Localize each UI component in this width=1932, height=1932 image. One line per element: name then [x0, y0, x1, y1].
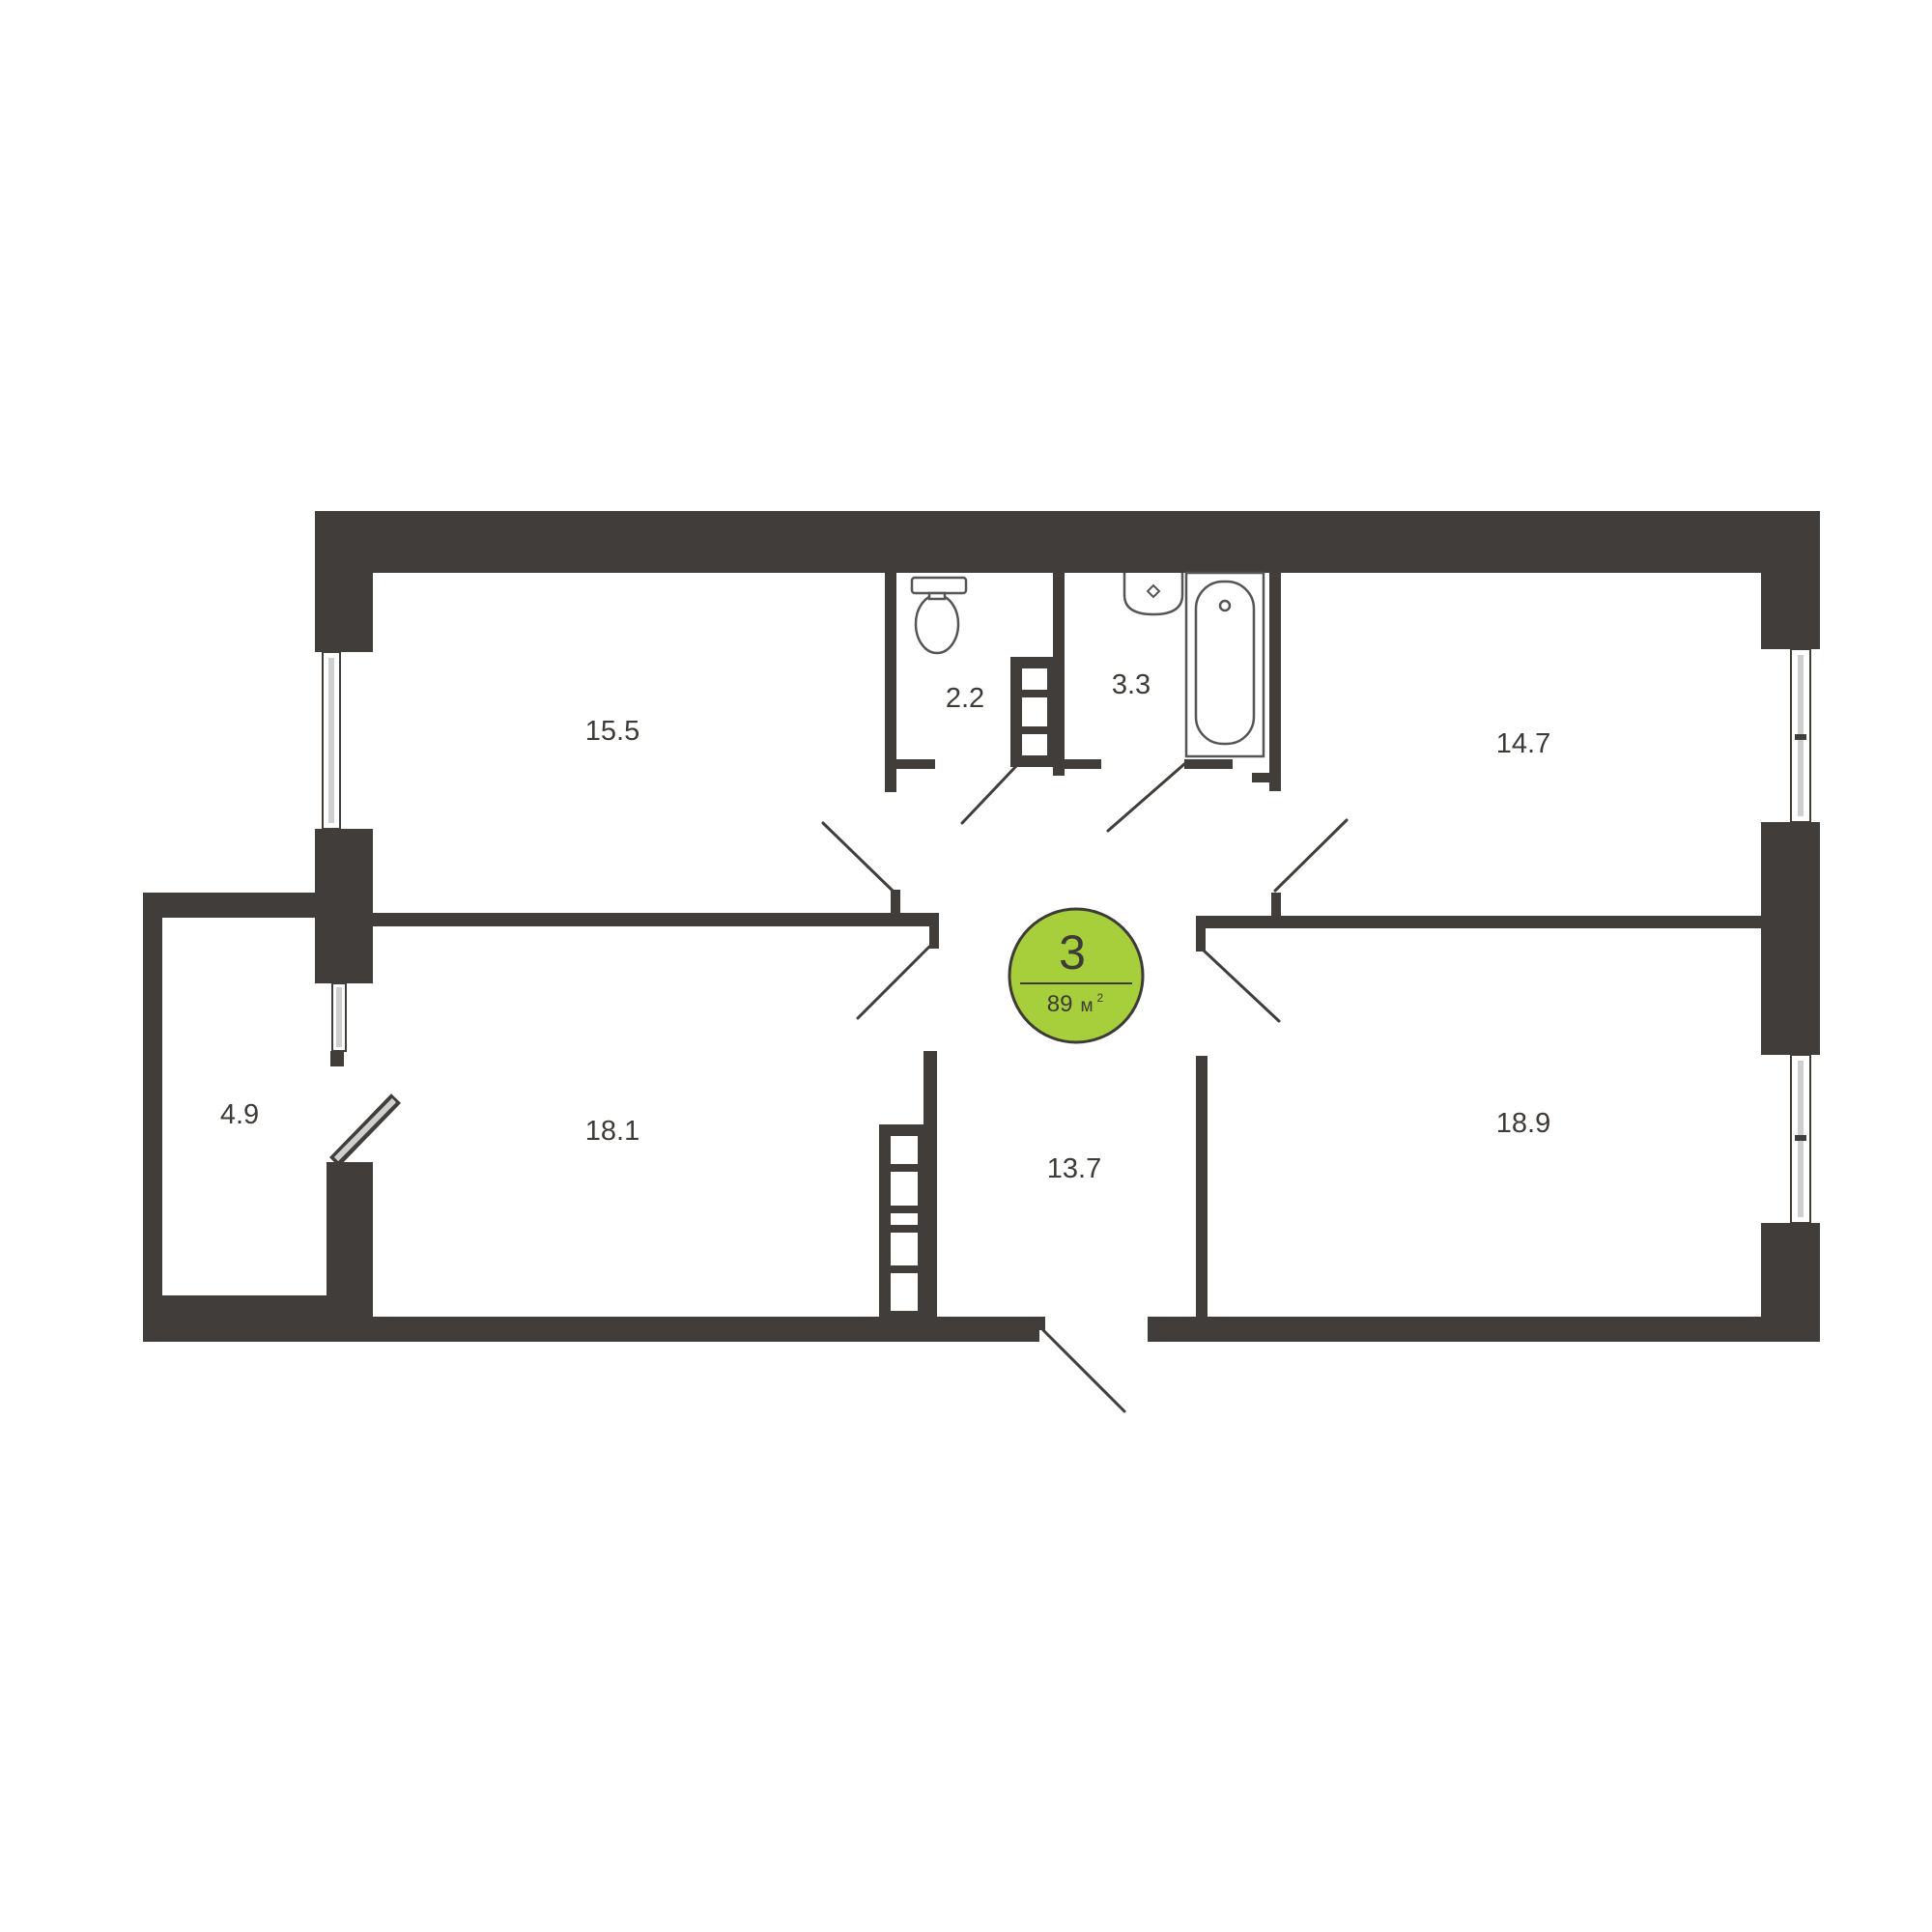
- outer-walls: [143, 511, 1820, 1342]
- balcony-wall-top: [143, 893, 327, 918]
- windows: [322, 648, 1811, 1224]
- vent-shaft-divider-1: [1016, 690, 1053, 697]
- wardrobe-shaft: [879, 1124, 929, 1322]
- wall-horizontal-left-stub: [929, 913, 939, 949]
- balcony-door-leaf: [328, 1094, 402, 1167]
- vent-shaft: [1010, 657, 1059, 767]
- door-bathroom: [1106, 762, 1186, 833]
- room-label-bathroom: 3.3: [1112, 669, 1151, 700]
- room-label-living-room: 18.1: [585, 1116, 639, 1147]
- wardrobe-shaft-divider-3: [885, 1225, 923, 1233]
- interior-walls: [373, 573, 1761, 1322]
- wall-right-top: [1761, 511, 1820, 649]
- room-label-hallway: 13.7: [1047, 1153, 1101, 1184]
- door-jamb-entry-right: [1148, 1317, 1157, 1342]
- bathroom-wall-foot-left: [1184, 759, 1233, 769]
- door-swings: [821, 762, 1349, 1413]
- wall-horizontal-left: [373, 913, 937, 926]
- apartment-badge: 3 89 м 2: [1008, 907, 1145, 1044]
- wall-left-upper: [315, 511, 373, 652]
- room-label-bedroom-bottom-right: 18.9: [1496, 1108, 1550, 1139]
- door-entry: [1041, 1328, 1126, 1413]
- wall-bottom-right: [1151, 1317, 1820, 1342]
- badge-unit: м: [1080, 996, 1093, 1016]
- door-jamb-entry-left: [1036, 1317, 1045, 1330]
- wall-top: [315, 511, 1820, 573]
- wall-right-middle: [1761, 822, 1820, 1055]
- wall-horizontal-right-jamb: [1271, 893, 1281, 928]
- room-label-bedroom-top-right: 14.7: [1496, 728, 1550, 759]
- wardrobe-shaft-divider-2: [885, 1206, 923, 1213]
- door-bedroom-top-right: [1273, 818, 1349, 893]
- door-toilet: [960, 764, 1018, 825]
- bathtub-fixture: [1184, 571, 1265, 758]
- toilet-wall-left: [885, 573, 896, 792]
- room-label-toilet: 2.2: [946, 683, 984, 714]
- hallway-wall-right: [1196, 1056, 1208, 1317]
- room-label-bedroom-top-left: 15.5: [585, 716, 639, 747]
- door-bedroom-top-left: [821, 821, 895, 893]
- wall-horizontal-left-jamb: [891, 890, 900, 926]
- wall-horizontal-right-stub: [1196, 916, 1206, 952]
- badge-area: 89: [1047, 991, 1073, 1017]
- badge-area-line: 89 м 2: [1047, 991, 1104, 1017]
- bathroom-wall-foot-right: [1252, 773, 1269, 782]
- balcony-wall-left: [143, 893, 162, 1342]
- window-right-top: [1790, 648, 1811, 823]
- vent-shaft-divider-2: [1016, 726, 1053, 734]
- bathroom-wall-right: [1269, 573, 1281, 791]
- badge-unit-sup: 2: [1097, 991, 1104, 1005]
- wardrobe-shaft-divider-4: [885, 1265, 923, 1273]
- door-bedroom-bottom-right: [1201, 948, 1281, 1023]
- window-left-upper: [322, 651, 341, 830]
- room-label-balcony: 4.9: [220, 1099, 259, 1130]
- sink-fixture: [1122, 573, 1184, 616]
- toilet-fixture: [910, 576, 968, 655]
- balcony-door-window: [330, 982, 347, 1066]
- window-right-bottom: [1790, 1054, 1811, 1224]
- badge-circle: [1008, 907, 1145, 1044]
- badge-room-count: 3: [1059, 925, 1086, 980]
- balcony-wall-bottom-inner: [143, 1295, 336, 1342]
- door-living-room: [856, 945, 931, 1020]
- vent-shaft-foot: [1065, 759, 1101, 769]
- toilet-wall-left-foot: [896, 759, 935, 769]
- wardrobe-shaft-divider-1: [885, 1164, 923, 1172]
- room-labels: 15.5 2.2 3.3 14.7 4.9 18.1 13.7 18.9: [220, 669, 1550, 1184]
- wall-horizontal-right: [1196, 916, 1761, 928]
